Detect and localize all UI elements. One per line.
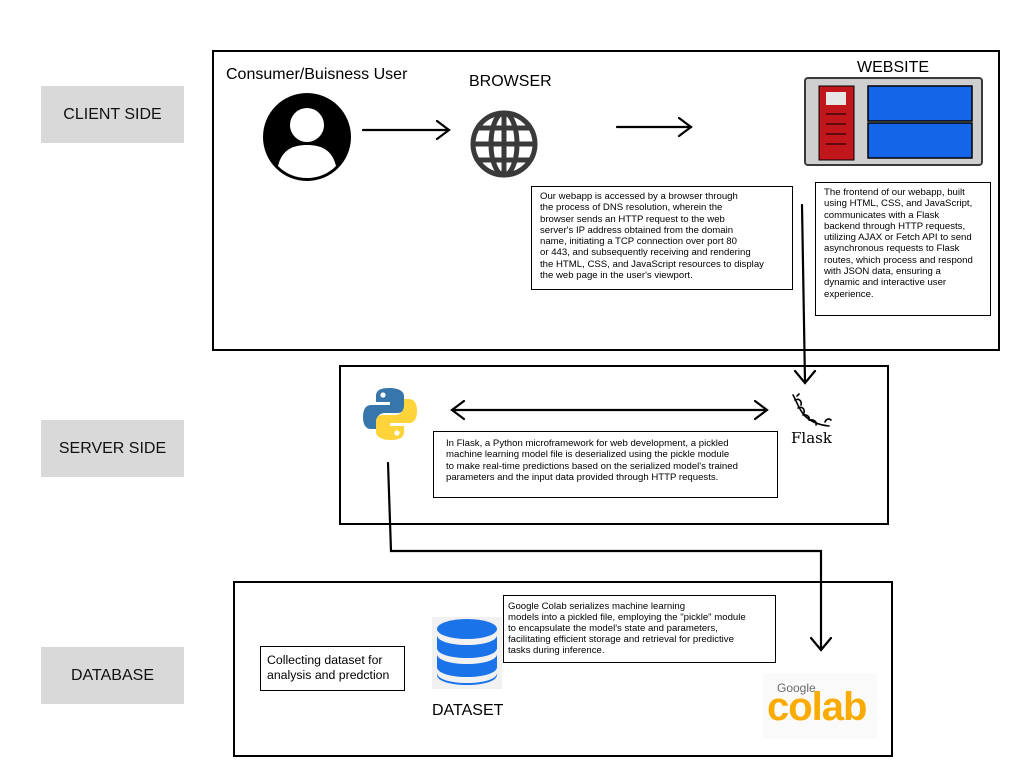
client-side-label: CLIENT SIDE: [41, 86, 184, 143]
flask-description-note: In Flask, a Python microframework for we…: [433, 431, 778, 498]
flask-logo-icon: [792, 393, 832, 427]
colab-logo-icon: Google colab: [763, 673, 877, 739]
user-label: Consumer/Buisness User: [226, 66, 408, 83]
dataset-label: DATASET: [432, 702, 504, 719]
server-side-label: SERVER SIDE: [41, 420, 184, 477]
user-avatar-icon: [263, 93, 351, 181]
website-label: WEBSITE: [857, 59, 930, 76]
collecting-dataset-note: Collecting dataset for analysis and pred…: [260, 646, 405, 691]
browser-description-note: Our webapp is accessed by a browser thro…: [531, 186, 793, 290]
globe-icon: [470, 110, 538, 178]
browser-label: BROWSER: [469, 73, 552, 90]
dataset-database-icon: [432, 617, 502, 689]
colab-description-note: Google Colab serializes machine learning…: [503, 595, 776, 663]
website-icon: [804, 77, 983, 166]
client-side-panel: [212, 50, 1000, 351]
colab-logo-google-text: Google: [777, 681, 816, 695]
flask-label: Flask: [791, 429, 832, 447]
database-label: DATABASE: [41, 647, 184, 704]
website-description-note: The frontend of our webapp, built using …: [815, 182, 991, 316]
python-logo-icon: [363, 388, 417, 440]
colab-logo-wordmark: colab: [767, 685, 867, 729]
